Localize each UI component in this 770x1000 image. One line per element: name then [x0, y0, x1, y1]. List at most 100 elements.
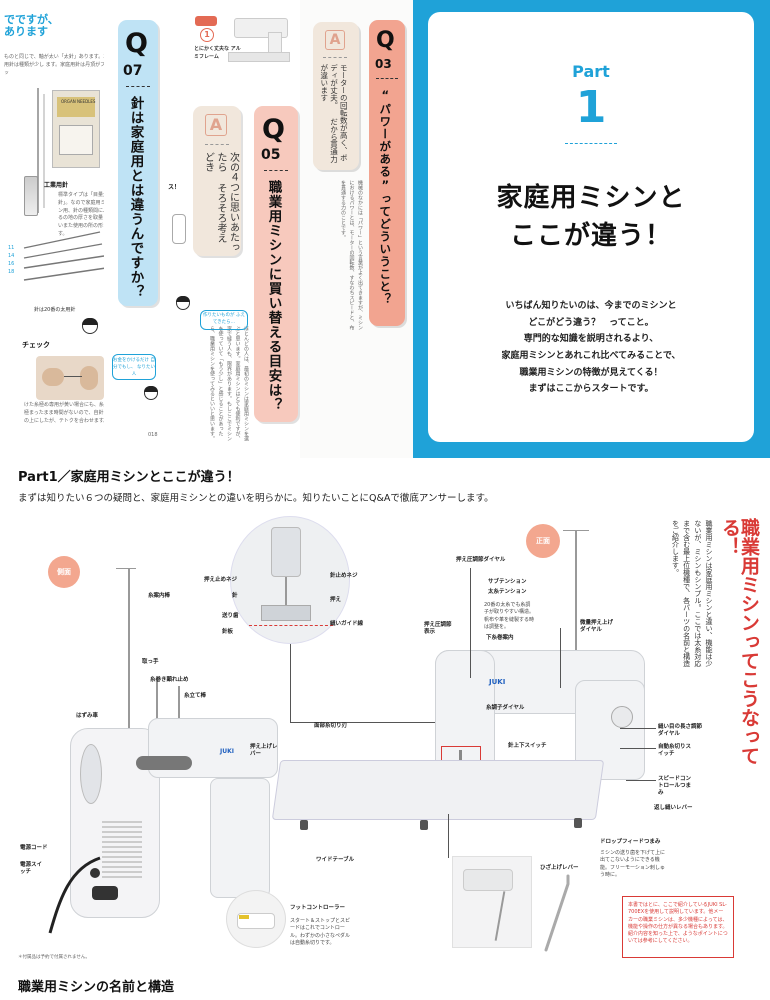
a05-tag: A 次の４つに思いあたったら そろそろ考えどき: [193, 106, 241, 256]
label-reverse-lever: 返し縫いレバー: [654, 805, 693, 811]
q03-q-letter: Q: [376, 28, 395, 53]
hand-threading-photo: [36, 356, 104, 400]
a03-separator: [323, 57, 347, 58]
section1-description: まずは知りたい６つの疑問と、家庭用ミシンとの違いを明らかに。知りたいことにQ&A…: [18, 493, 494, 504]
leader-3: [620, 728, 656, 729]
power-cord: [48, 856, 101, 934]
point-badge: 1: [200, 28, 214, 42]
front-view-badge: 正面: [526, 524, 560, 558]
a05-a-letter: A: [205, 114, 227, 136]
needle-package-label: ORGAN NEEDLES: [61, 99, 96, 104]
foot-controller-circle: [226, 890, 286, 948]
avatar-hair-1: [82, 318, 98, 325]
part-intro-line3: 専門的な知識を説明されるより、: [523, 334, 659, 345]
needle-size-18: 18: [8, 269, 15, 275]
label-stitch-length-dial: 縫い目の長さ調節ダイヤル: [658, 724, 703, 737]
needle-size-illustration: [23, 231, 107, 281]
q05-question: 職業用ミシンに買い替える目安は？: [265, 180, 282, 412]
q05-number: 05: [261, 147, 281, 163]
label-auto-cutter-switch: 自動糸切りスイッチ: [658, 744, 692, 757]
part-intro-line4: 家庭用ミシンとあれこれ比べてみることで、: [501, 350, 681, 361]
q03-number: 03: [375, 57, 392, 71]
page-number: 018: [148, 432, 158, 438]
wide-table: [271, 760, 605, 820]
side-machine: JUKI: [60, 568, 280, 938]
leader-6: [448, 814, 449, 858]
part-label: Part: [572, 62, 610, 81]
avatar-hair-2: [176, 296, 190, 302]
q03-separator: [376, 78, 398, 79]
point-caption: とにかく丈夫な アルミフレーム: [194, 46, 241, 60]
table-foot-3: [574, 818, 582, 828]
label-power-switch: 電源スイッチ: [20, 862, 43, 875]
q07-separator: [126, 86, 150, 87]
q05-body-text: ほとんどの人は、最初のミシンは家庭用ミシンを選ぶと思います。家庭用ミシンはとても…: [209, 326, 249, 441]
presser-foot-icon: [172, 214, 186, 244]
front-brand-logo: JUKI: [489, 678, 506, 686]
drop-feed-caption: ミシンの送り歯を下げて上に出てこないようにできる機能。フリーモーション刺しゅう時…: [600, 850, 666, 878]
part-intro-line6: まずはここからスタートです。: [528, 384, 654, 395]
label-bobbin-stopper: 糸巻き顕れ止め: [150, 677, 189, 683]
needle-package: ORGAN NEEDLES: [52, 90, 100, 168]
speech-bubble-2: お金をかけるだけ 自分でもし、 なりたい人: [112, 354, 156, 380]
part-headline-line2: ここが違う！: [509, 220, 672, 251]
label-spool-pin: 糸立て棒: [184, 693, 207, 699]
q07-q-letter: Q: [125, 28, 148, 59]
left-heading-line2: あります: [4, 25, 48, 39]
label-bobbin-winder-guide: 下糸巻案内: [486, 635, 514, 641]
check-title: チェック: [22, 341, 50, 349]
small-machine-photo: [228, 12, 294, 64]
avatar-hair-3: [144, 386, 158, 392]
check-caption: けた糸極め専用が黄い場合にも、糸部が極まったまま時間がないので、自針の組の上にし…: [24, 402, 114, 424]
speech-bubble-1: 作りたいものが ふえてきたら…: [200, 310, 248, 330]
label-presser-lift-lever: 押え上げレバー: [250, 744, 278, 757]
q07-number: 07: [123, 63, 143, 79]
label-presser-foot: 押え: [330, 597, 342, 603]
left-page: でですが、 あります ものと同じで、軸が太い「太針」あります。工業用針は種類が少…: [0, 0, 118, 458]
part-intro: いちばん知りたいのは、今までのミシンと どこがどう違う？ ってこと。 専門的な知…: [428, 298, 754, 398]
part-number: 1: [575, 82, 607, 133]
a03-answer: モーターの回転数が高く、ボディが丈夫。 だから貫通力が違います: [319, 64, 349, 163]
book-spread-photo: でですが、 あります ものと同じで、軸が太い「太針」あります。工業用針は種類が少…: [0, 0, 770, 458]
diagram-vertical-intro: 職業用ミシンは家庭用ミシンと違い、機能は少ないが、ミシンもシンプル。ここでは太糸…: [671, 520, 713, 667]
label-feed-dog: 送り歯: [222, 613, 239, 619]
label-needle-plate: 針板: [222, 629, 234, 635]
point-x-mark: ス！: [168, 184, 181, 191]
side-brand-logo: JUKI: [220, 748, 234, 755]
needle-size-list: 11 14 16 18: [8, 244, 14, 276]
label-tension-dial: 糸調子ダイヤル: [486, 705, 525, 711]
tool-needle-title: 工業用針: [44, 182, 69, 189]
section2-title: 職業用ミシンの名前と構造: [18, 980, 175, 995]
diagram-footnote: ＊付属品は予約で付属されません。: [18, 955, 90, 960]
needle-size-14: 14: [8, 253, 15, 259]
a05-separator: [205, 144, 229, 145]
closeup-leader-line: [290, 644, 291, 722]
q05-q-letter: Q: [262, 114, 285, 145]
needle-closeup: [24, 176, 38, 216]
left-heading-line1: でですが、: [4, 13, 59, 26]
label-thread-guide-rod: 糸案内棒: [148, 593, 171, 599]
part-headline: 家庭用ミシンと ここが違う！: [428, 180, 754, 255]
table-foot-2: [420, 820, 428, 830]
label-speed-control-knob: スピードコントロールつまみ: [658, 776, 692, 797]
label-needle-set-screw: 針止めネジ: [330, 573, 358, 579]
q05-tag: Q 05 職業用ミシンに買い替える目安は？: [254, 106, 298, 422]
needle-size-16: 16: [8, 261, 15, 267]
a05-answer: 次の４つに思いあたったら そろそろ考えどき: [202, 152, 239, 252]
table-foot-1: [300, 820, 308, 830]
label-sub-tension: サブテンション: [488, 579, 527, 585]
needle-illustration: [37, 88, 45, 213]
side-view-badge: 側面: [48, 556, 80, 588]
part-intro-line1: いちばん知りたいのは、今までのミシンと: [505, 301, 677, 311]
part-inner-card: Part 1 家庭用ミシンと ここが違う！ いちばん知りたいのは、今までのミシン…: [428, 12, 754, 442]
note-box: 本書ではとに、ここで紹介しているJUKI SL-700EXを使用して説明していま…: [622, 896, 734, 958]
knee-lifter-illustration: [544, 874, 570, 952]
closeup-leader-line-h: [290, 722, 440, 723]
label-handle: 取っ手: [142, 659, 159, 665]
label-presser-pressure-dial: 押え圧調節ダイヤル: [456, 557, 506, 563]
label-needle: 針: [232, 593, 238, 599]
knee-lift-photo: [452, 856, 532, 948]
q03-question: “パワーがある”ってどういうこと？: [378, 88, 393, 306]
q03-tag: Q 03 “パワーがある”ってどういうこと？: [369, 20, 405, 326]
part-separator: [565, 143, 617, 144]
